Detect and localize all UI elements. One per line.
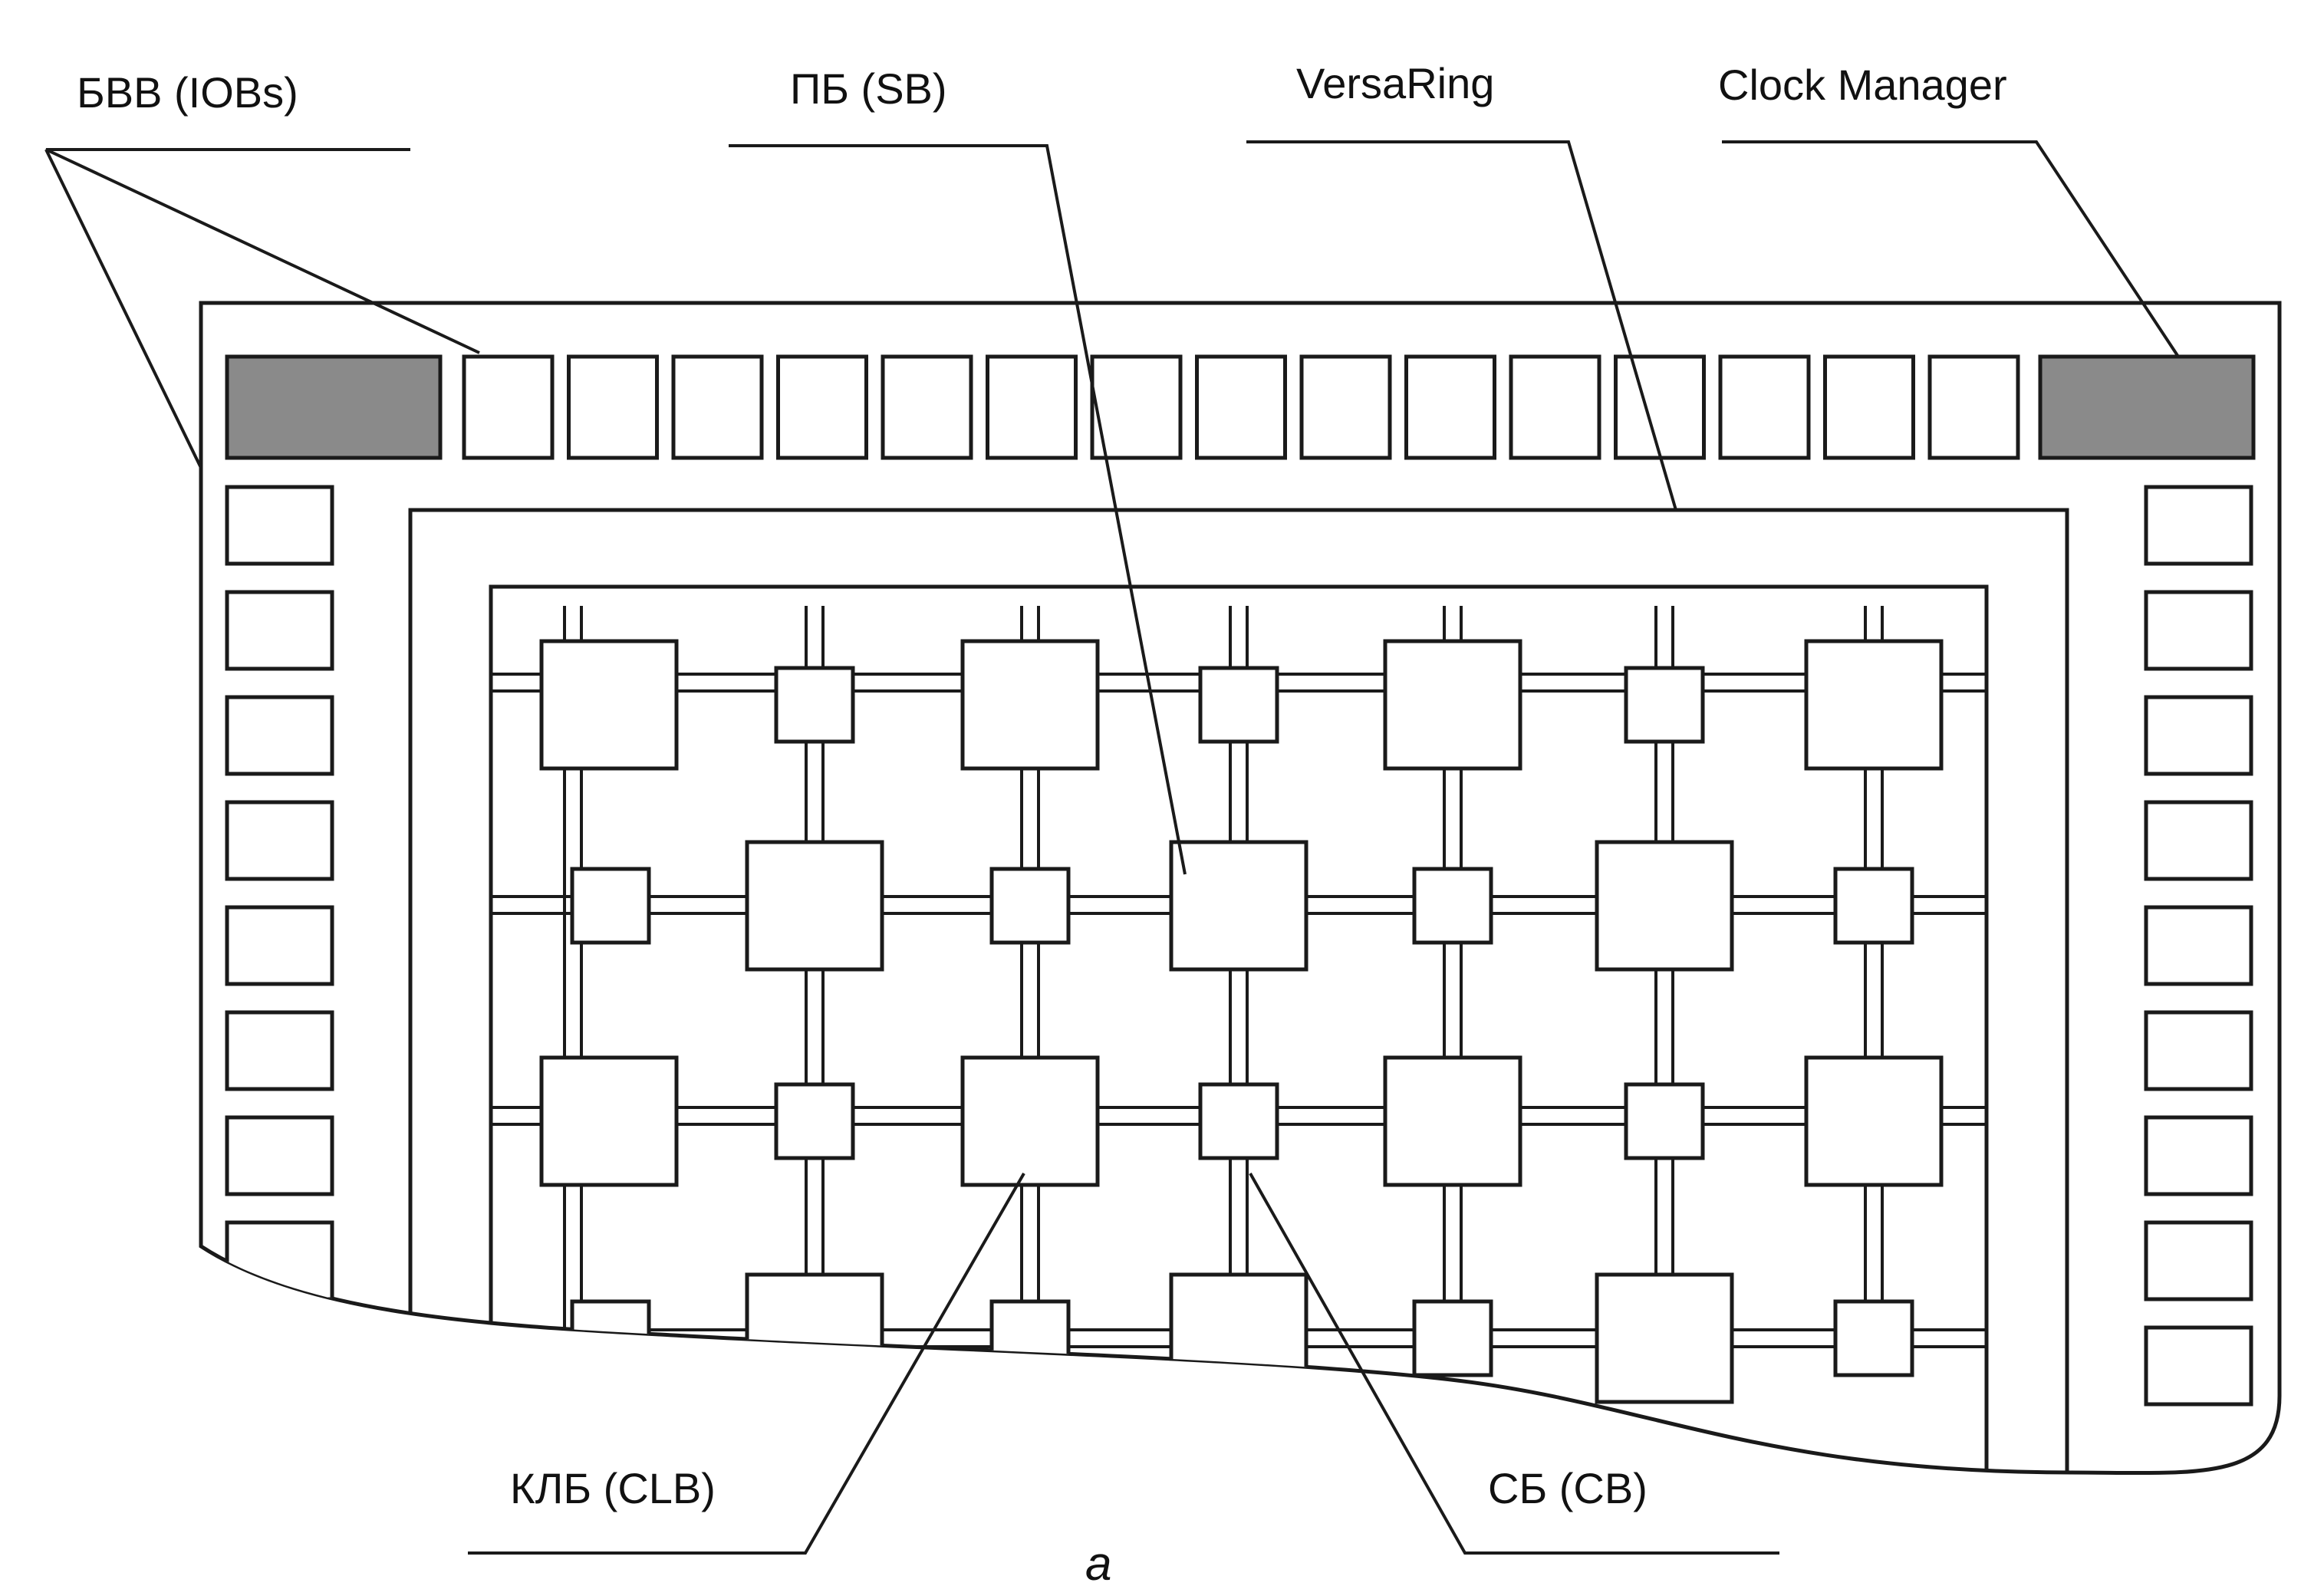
- iob-column-right: [2144, 485, 2253, 1407]
- iob-block: [1509, 354, 1601, 460]
- iob-block: [225, 1325, 334, 1407]
- clb-block: [1595, 840, 1734, 972]
- leader-lines: [44, 140, 2180, 1555]
- switch-box: [989, 867, 1071, 945]
- iob-block: [671, 354, 764, 460]
- iob-block: [225, 695, 334, 776]
- clb-block: [1383, 639, 1522, 771]
- iob-block: [567, 354, 659, 460]
- iob-block: [225, 1220, 334, 1301]
- leader-iobs-left: [44, 149, 202, 469]
- iob-block: [225, 905, 334, 986]
- iob-block: [225, 1115, 334, 1196]
- iob-block: [225, 1010, 334, 1091]
- clb-block: [745, 840, 884, 972]
- iob-block: [2144, 1115, 2253, 1196]
- clb-block: [1804, 1055, 1944, 1187]
- leader-clock-manager: [1722, 140, 2180, 358]
- label-versaring: VersaRing: [1296, 59, 1494, 107]
- iob-block: [1927, 354, 2020, 460]
- label-clock-manager: Clock Manager: [1718, 61, 2007, 109]
- leader-cb: [1249, 1173, 1779, 1555]
- iob-block: [2144, 1220, 2253, 1301]
- switch-box: [1624, 1082, 1705, 1160]
- versaring-outer: [408, 508, 2069, 1473]
- clb-block: [539, 639, 679, 771]
- iob-block: [225, 590, 334, 671]
- switch-box: [1833, 867, 1914, 945]
- switch-boxes: [570, 666, 1914, 1377]
- label-iobs: БВВ (IOBs): [77, 68, 298, 117]
- iob-top-blocks: [462, 354, 2020, 460]
- iob-block: [2144, 1325, 2253, 1407]
- clock-manager-block-right: [2038, 354, 2256, 460]
- leader-clb: [468, 1173, 1025, 1555]
- clb-block: [1169, 840, 1308, 972]
- iob-block: [462, 354, 555, 460]
- iob-block: [1195, 354, 1287, 460]
- clb-block: [1595, 1272, 1734, 1404]
- switch-box: [774, 666, 855, 744]
- clb-block: [1804, 639, 1944, 771]
- iob-block: [225, 800, 334, 881]
- leader-versaring: [1246, 140, 1677, 511]
- iob-block: [1718, 354, 1811, 460]
- switch-box: [570, 1299, 651, 1377]
- iob-block: [986, 354, 1078, 460]
- iob-block: [1299, 354, 1392, 460]
- iob-block: [2144, 485, 2253, 566]
- iob-block: [1090, 354, 1183, 460]
- leader-iobs-top: [45, 148, 480, 354]
- label-cb: СБ (CB): [1488, 1464, 1648, 1512]
- clb-block: [539, 1055, 679, 1187]
- clb-blocks: [539, 639, 1944, 1404]
- switch-box: [1624, 666, 1705, 744]
- iob-block: [1404, 354, 1496, 460]
- switch-box: [1833, 1299, 1914, 1377]
- iob-block: [1614, 354, 1706, 460]
- clb-block: [1169, 1272, 1308, 1404]
- iob-block: [776, 354, 868, 460]
- iob-block: [2144, 590, 2253, 671]
- figure-caption: а: [1085, 1538, 1111, 1586]
- iob-column-left: [225, 485, 334, 1407]
- switch-box: [570, 867, 651, 945]
- chip-interior: [225, 354, 2256, 1473]
- switch-box: [1412, 1299, 1493, 1377]
- label-clb: КЛБ (CLB): [510, 1464, 716, 1512]
- iob-block: [1823, 354, 1915, 460]
- iob-block: [2144, 905, 2253, 986]
- leader-sb: [729, 144, 1187, 875]
- chip-outline: [199, 301, 2282, 1476]
- iob-block: [2144, 1010, 2253, 1091]
- label-sb: ПБ (SB): [790, 64, 947, 113]
- iob-block: [225, 485, 334, 566]
- clb-block: [745, 1272, 884, 1404]
- switch-box: [774, 1082, 855, 1160]
- clb-block: [960, 1055, 1100, 1187]
- iob-block: [2144, 695, 2253, 776]
- iob-block: [2144, 800, 2253, 881]
- switch-box: [1198, 666, 1279, 744]
- iob-block: [881, 354, 973, 460]
- switch-box: [989, 1299, 1071, 1377]
- clb-block: [960, 639, 1100, 771]
- switch-box: [1198, 1082, 1279, 1160]
- switch-box: [1412, 867, 1493, 945]
- clb-block: [1383, 1055, 1522, 1187]
- iob-row-top: [225, 354, 2256, 460]
- clock-manager-block-left: [225, 354, 443, 460]
